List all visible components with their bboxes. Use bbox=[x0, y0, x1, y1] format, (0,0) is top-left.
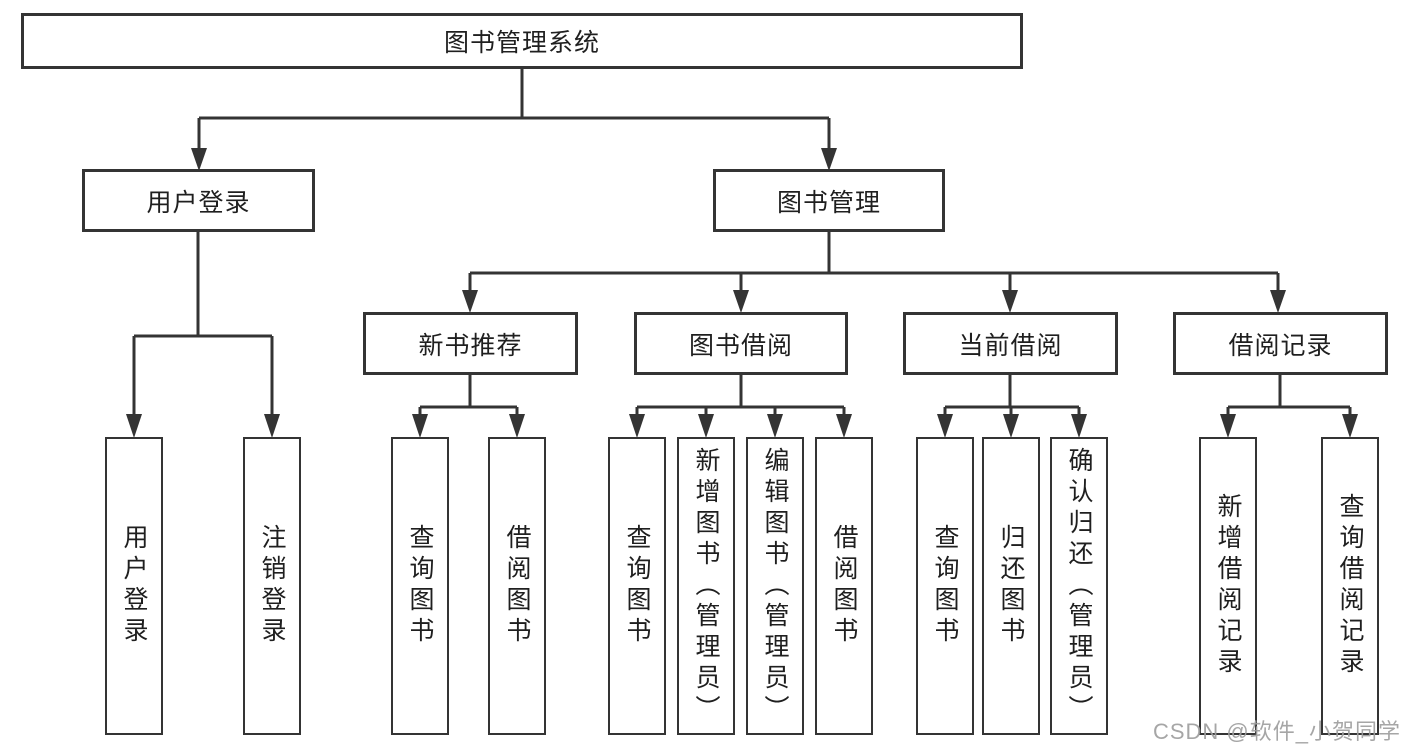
node-label: 图书管理系统 bbox=[443, 29, 600, 57]
leaf-label: 编辑图书（管理员） bbox=[761, 446, 789, 726]
leaf-user-login: 用户登录 bbox=[105, 437, 163, 735]
node-borrowing-records: 借阅记录 bbox=[1173, 312, 1388, 375]
leaf-query-borrow-record: 查询借阅记录 bbox=[1321, 437, 1379, 735]
leaf-query-book: 查询图书 bbox=[608, 437, 666, 735]
node-label: 新书推荐 bbox=[418, 331, 523, 360]
node-library-system: 图书管理系统 bbox=[21, 13, 1023, 69]
leaf-add-book-admin: 新增图书（管理员） bbox=[677, 437, 735, 735]
leaf-confirm-return-admin: 确认归还（管理员） bbox=[1050, 437, 1108, 735]
leaf-label: 查询图书 bbox=[623, 524, 651, 648]
node-book-management: 图书管理 bbox=[713, 169, 945, 232]
leaf-label: 新增图书（管理员） bbox=[692, 446, 720, 726]
leaf-label: 查询图书 bbox=[406, 524, 434, 648]
leaf-label: 查询图书 bbox=[931, 524, 959, 648]
leaf-return-book: 归还图书 bbox=[982, 437, 1040, 735]
leaf-label: 借阅图书 bbox=[503, 524, 531, 648]
leaf-label: 新增借阅记录 bbox=[1214, 493, 1242, 679]
leaf-query-book: 查询图书 bbox=[916, 437, 974, 735]
node-label: 当前借阅 bbox=[958, 331, 1063, 360]
leaf-label: 借阅图书 bbox=[830, 524, 858, 648]
node-book-borrowing: 图书借阅 bbox=[634, 312, 848, 375]
node-new-book-recommendation: 新书推荐 bbox=[363, 312, 578, 375]
watermark: CSDN @软件_小贺同学 bbox=[1152, 719, 1401, 744]
leaf-label: 归还图书 bbox=[997, 524, 1025, 648]
node-label: 用户登录 bbox=[146, 188, 251, 217]
leaf-label: 注销登录 bbox=[258, 524, 286, 648]
leaf-query-book: 查询图书 bbox=[391, 437, 449, 735]
node-user-login: 用户登录 bbox=[82, 169, 315, 232]
node-label: 图书管理 bbox=[776, 188, 881, 217]
leaf-borrow-book: 借阅图书 bbox=[488, 437, 546, 735]
leaf-add-borrow-record: 新增借阅记录 bbox=[1199, 437, 1257, 735]
arrowheads bbox=[126, 148, 1358, 438]
leaf-edit-book-admin: 编辑图书（管理员） bbox=[746, 437, 804, 735]
leaf-label: 用户登录 bbox=[120, 524, 148, 648]
node-current-borrowing: 当前借阅 bbox=[903, 312, 1118, 375]
leaf-borrow-book: 借阅图书 bbox=[815, 437, 873, 735]
node-label: 借阅记录 bbox=[1228, 331, 1333, 360]
leaf-logout: 注销登录 bbox=[243, 437, 301, 735]
leaf-label: 确认归还（管理员） bbox=[1065, 446, 1093, 726]
node-label: 图书借阅 bbox=[688, 331, 793, 360]
leaf-label: 查询借阅记录 bbox=[1336, 493, 1364, 679]
